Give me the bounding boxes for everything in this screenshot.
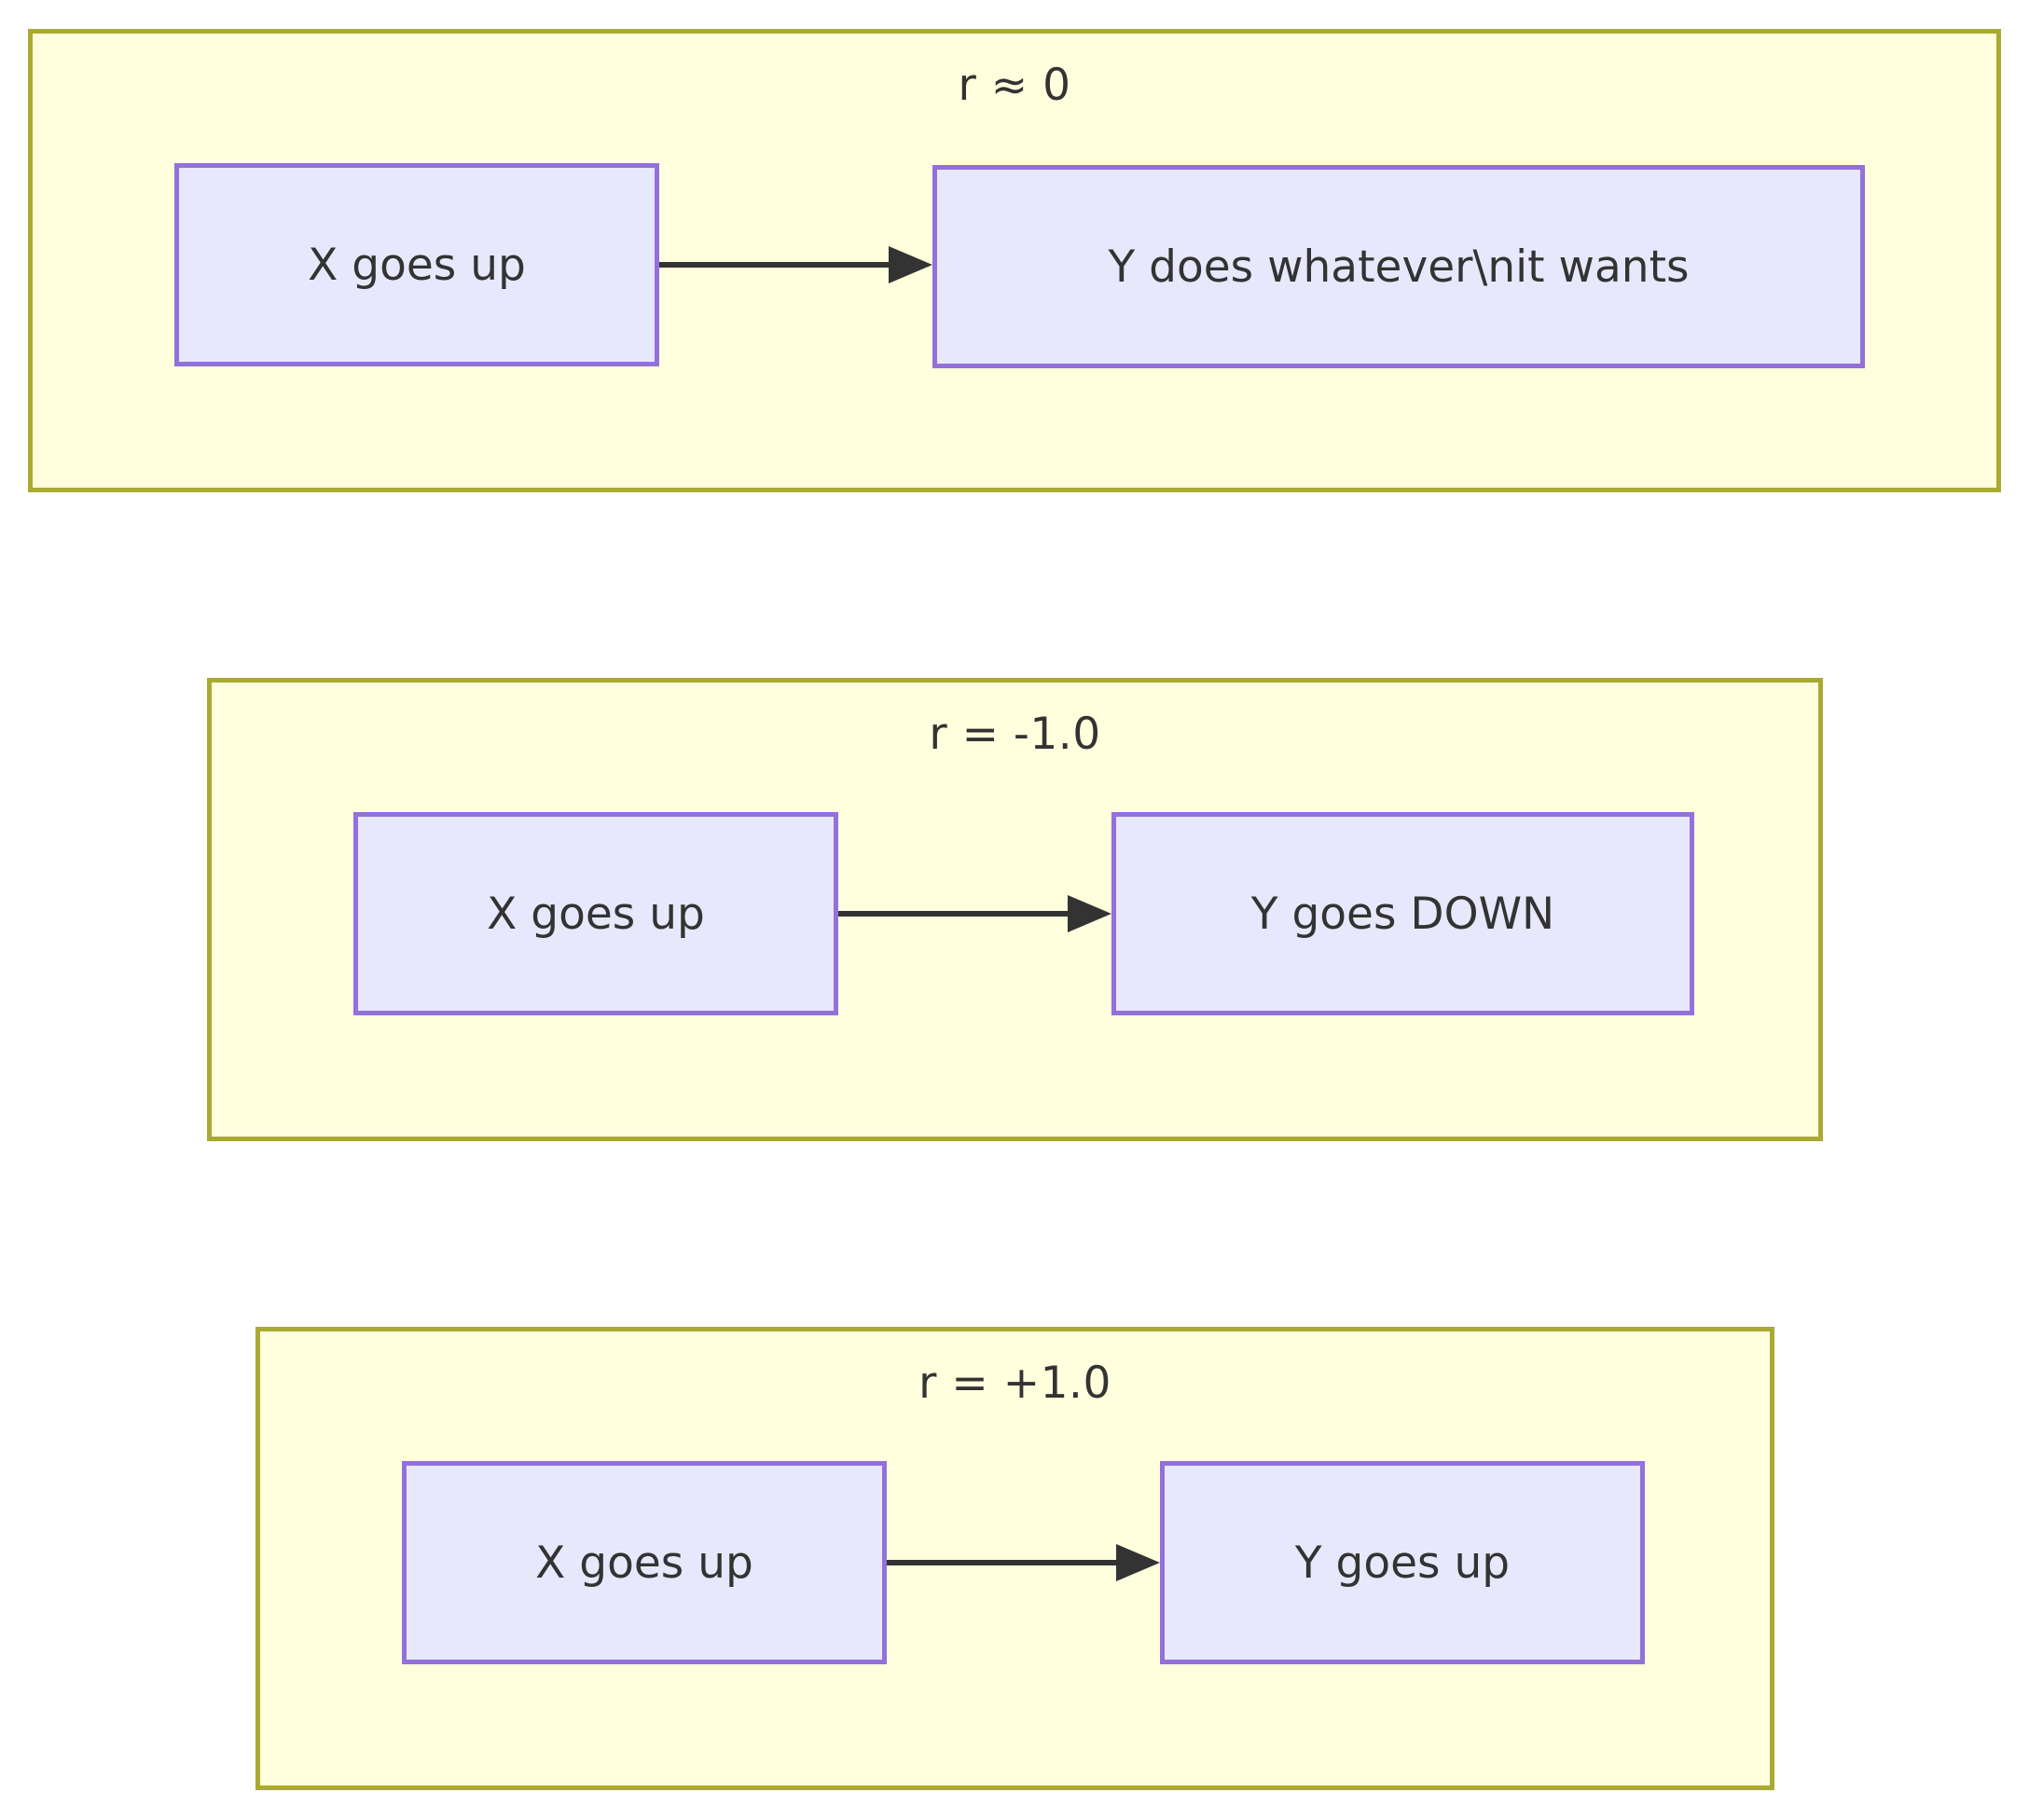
node-x-goes-up-zero[interactable]: X goes up	[174, 163, 659, 366]
node-label: X goes up	[487, 888, 705, 940]
subgraph-panel-correlation-positive-one: r = +1.0 X goes up Y goes up	[255, 1327, 1774, 1790]
node-x-goes-up-positive[interactable]: X goes up	[402, 1461, 887, 1664]
arrow-head-right-icon	[1116, 1544, 1160, 1581]
node-y-goes-up-positive[interactable]: Y goes up	[1160, 1461, 1645, 1664]
node-label: Y goes up	[1294, 1537, 1511, 1589]
edge-x-to-y-zero	[659, 246, 932, 283]
node-x-goes-up-negative[interactable]: X goes up	[353, 812, 838, 1015]
subgraph-panel-correlation-zero: r ≈ 0 X goes up Y does whatever\nit want…	[28, 29, 2001, 492]
edge-x-to-y-negative	[838, 895, 1111, 932]
subgraph-title-correlation-positive-one: r = +1.0	[918, 1358, 1111, 1409]
arrow-head-right-icon	[1068, 895, 1111, 932]
node-label: X goes up	[535, 1537, 753, 1589]
node-y-does-whatever-zero[interactable]: Y does whatever\nit wants	[932, 165, 1865, 368]
node-y-goes-down-negative[interactable]: Y goes DOWN	[1111, 812, 1694, 1015]
edge-x-to-y-positive	[887, 1544, 1160, 1581]
arrow-head-right-icon	[889, 246, 932, 283]
subgraph-title-correlation-negative-one: r = -1.0	[929, 709, 1101, 760]
node-label: X goes up	[308, 239, 526, 291]
subgraph-title-correlation-zero: r ≈ 0	[958, 60, 1071, 111]
subgraph-panel-correlation-negative-one: r = -1.0 X goes up Y goes DOWN	[207, 678, 1823, 1141]
node-label: Y does whatever\nit wants	[1108, 241, 1690, 293]
node-label: Y goes DOWN	[1250, 888, 1555, 940]
